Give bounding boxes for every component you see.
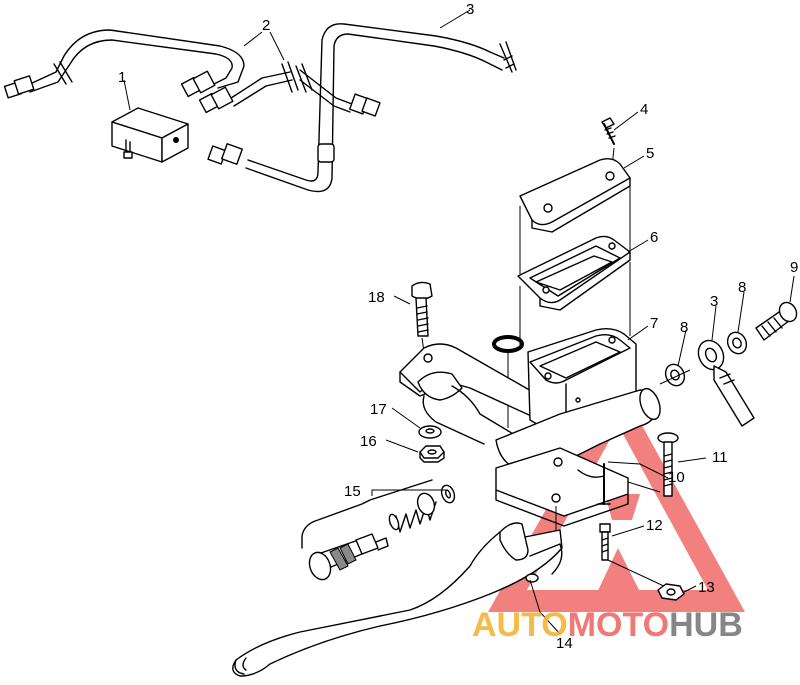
callout-7: 7 bbox=[650, 315, 658, 332]
callout-3-banjo: 3 bbox=[710, 293, 718, 310]
callout-10: 10 bbox=[668, 469, 685, 486]
callout-3-line: 3 bbox=[466, 1, 474, 18]
reservoir-cover-5 bbox=[519, 157, 631, 274]
brake-lever-14 bbox=[232, 522, 563, 677]
washer-17 bbox=[418, 425, 442, 439]
callout-15: 15 bbox=[344, 483, 361, 500]
washer-8-left bbox=[664, 363, 686, 387]
callout-17: 17 bbox=[370, 401, 387, 418]
diaphragm-6 bbox=[517, 235, 631, 350]
cover-screw-4 bbox=[601, 117, 616, 169]
nut-13 bbox=[657, 583, 685, 601]
screw-12 bbox=[599, 523, 669, 589]
callout-1: 1 bbox=[118, 69, 126, 86]
washer-8-right bbox=[726, 331, 748, 355]
watermark-auto-text: AUTO bbox=[472, 606, 568, 644]
callout-6: 6 bbox=[650, 229, 658, 246]
master-cylinder-body-7 bbox=[399, 327, 661, 546]
callout-16: 16 bbox=[360, 433, 377, 450]
leader-lines bbox=[123, 9, 795, 635]
callout-13: 13 bbox=[698, 579, 715, 596]
junction-block-1 bbox=[111, 107, 189, 163]
callout-2: 2 bbox=[262, 17, 270, 34]
pivot-bolt-11 bbox=[627, 432, 679, 497]
callout-14: 14 bbox=[556, 635, 573, 652]
callout-18: 18 bbox=[368, 289, 385, 306]
clamp-bolt-18 bbox=[411, 281, 433, 353]
callout-labels: 1 2 3 4 5 6 7 8 3 8 9 10 11 12 13 14 15 … bbox=[118, 1, 798, 652]
banjo-fitting-3 bbox=[697, 339, 755, 427]
nut-16 bbox=[419, 445, 445, 463]
watermark-logo: AUTOMOTOHUB bbox=[472, 606, 743, 644]
watermark-auto: AUTOMOTOHUB bbox=[472, 606, 743, 644]
watermark-triangle bbox=[488, 382, 745, 612]
callout-5: 5 bbox=[646, 145, 654, 162]
pin-10 bbox=[597, 463, 611, 505]
callout-12: 12 bbox=[646, 517, 663, 534]
banjo-bolt-9 bbox=[659, 301, 798, 385]
brake-line-3 bbox=[207, 23, 517, 193]
brake-line-2 bbox=[3, 29, 299, 114]
callout-9: 9 bbox=[790, 259, 798, 276]
callout-4: 4 bbox=[640, 101, 648, 118]
watermark-hub-text: HUB bbox=[669, 606, 743, 644]
piston-assembly-15 bbox=[301, 479, 456, 581]
callout-8-right: 8 bbox=[738, 279, 746, 296]
callout-8-left: 8 bbox=[680, 319, 688, 336]
watermark-moto-text: MOTO bbox=[568, 606, 669, 644]
callout-11: 11 bbox=[712, 449, 728, 466]
